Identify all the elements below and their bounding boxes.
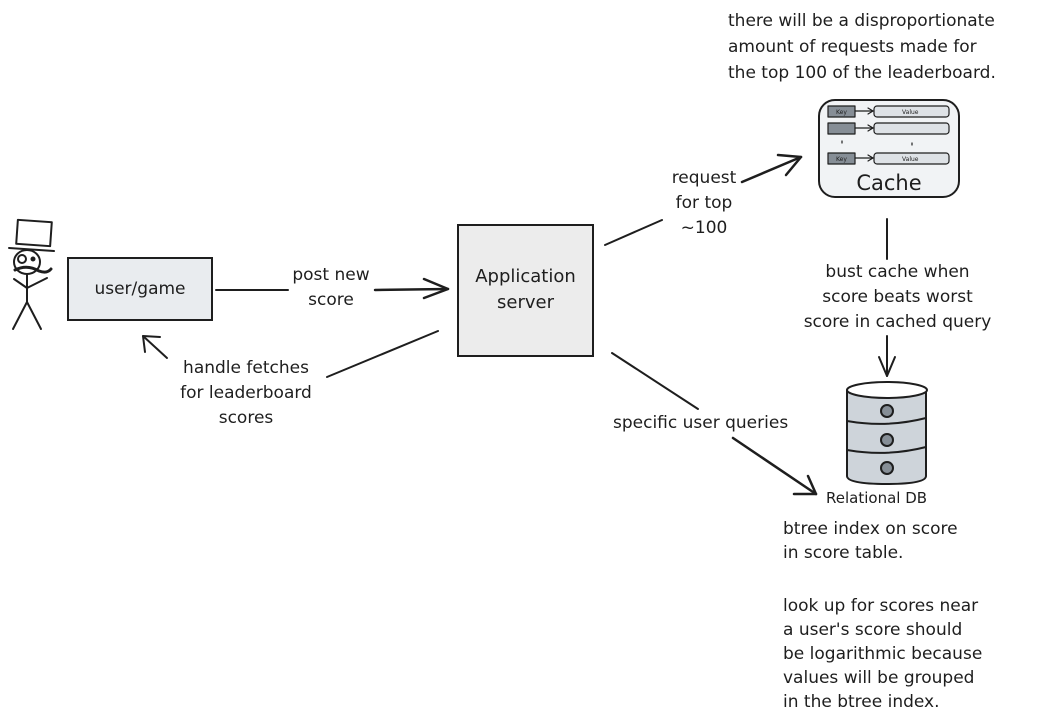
database-label: Relational DB	[826, 489, 928, 507]
cache-key-label: Key	[836, 156, 847, 163]
cache-label: Cache	[856, 171, 921, 195]
mustache	[13, 265, 53, 274]
edge-bust-cache	[878, 218, 896, 377]
arrowhead-icon	[878, 356, 896, 377]
application-server-node[interactable]: Application server	[457, 224, 594, 357]
cache-key-cell	[827, 122, 856, 135]
cache-note: there will be a disproportionate amount …	[728, 11, 996, 83]
cache-value-label: Value	[902, 109, 919, 116]
request-top-label: request for top ~100	[671, 168, 737, 238]
stick-figure-top-hat-icon	[8, 218, 55, 330]
cache-value-cell	[873, 122, 950, 135]
edge-handle-fetches	[142, 330, 439, 378]
db-note-lookup: look up for scores near a user's score s…	[783, 596, 983, 712]
cache-value-cell	[873, 105, 950, 118]
cache-value-cell	[873, 152, 950, 165]
database-icon[interactable]	[846, 381, 928, 485]
cache-node[interactable]	[818, 99, 960, 198]
edge-request-top	[604, 153, 803, 246]
application-server-label: Application server	[475, 266, 576, 313]
cache-key-label: Key	[836, 109, 847, 116]
cache-value-label: Value	[902, 156, 919, 163]
arrowhead-icon	[422, 277, 450, 300]
bust-cache-label: bust cache when score beats worst score …	[803, 262, 992, 332]
arrowhead-icon	[792, 474, 818, 496]
edge-post-score	[215, 277, 450, 300]
user-game-label: user/game	[94, 279, 186, 299]
user-game-node[interactable]: user/game	[67, 257, 213, 321]
edge-user-queries	[611, 352, 818, 496]
handle-fetches-label: handle fetches for leaderboard scores	[180, 358, 312, 428]
top-hat-crown	[15, 218, 53, 248]
post-score-label: post new score	[292, 265, 370, 310]
monocle	[17, 254, 27, 264]
arrowhead-icon	[142, 335, 161, 353]
user-queries-label: specific user queries	[613, 413, 789, 433]
top-hat-brim	[8, 247, 55, 252]
arrowhead-icon	[776, 153, 803, 177]
db-note-index: btree index on score in score table.	[783, 519, 958, 563]
